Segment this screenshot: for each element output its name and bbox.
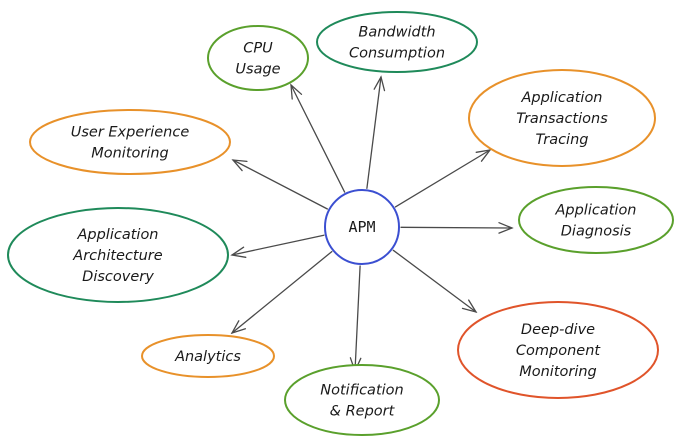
center-node-ellipse bbox=[324, 189, 400, 265]
edge-line-analytics bbox=[231, 250, 333, 334]
node-label-analytics-line-0: Analytics bbox=[174, 349, 241, 365]
edge-bandwidth-consumption bbox=[366, 75, 386, 189]
node-label-user-experience-monitoring-line-1: Monitoring bbox=[91, 146, 169, 162]
edge-application-transactions-tracing bbox=[394, 149, 492, 208]
edge-application-architecture-discovery bbox=[230, 234, 325, 258]
edge-line-cpu-usage bbox=[290, 84, 346, 193]
node-ellipse-deep-dive-component-monitoring bbox=[457, 301, 659, 399]
node-ellipse-notification-report bbox=[284, 364, 440, 436]
node-ellipse-application-architecture-discovery bbox=[7, 207, 229, 303]
node-ellipse-user-experience-monitoring bbox=[29, 109, 231, 175]
node-label-deep-dive-component-monitoring-line-0: Deep-dive bbox=[521, 322, 595, 338]
arrowhead-application-architecture-discovery bbox=[230, 246, 247, 258]
node-label-notification-report-line-1: & Report bbox=[330, 404, 396, 420]
node-analytics: Analytics bbox=[141, 334, 275, 378]
node-ellipse-application-diagnosis bbox=[518, 186, 674, 254]
node-label-application-diagnosis-line-1: Diagnosis bbox=[561, 224, 632, 240]
node-label-notification-report-line-0: Notification bbox=[320, 383, 403, 399]
arrowhead-application-diagnosis bbox=[498, 222, 514, 234]
node-label-application-architecture-discovery-line-2: Discovery bbox=[82, 269, 154, 285]
arrowhead-deep-dive-component-monitoring bbox=[461, 299, 478, 314]
edge-analytics bbox=[230, 250, 333, 335]
node-label-application-transactions-tracing-line-0: Application bbox=[520, 90, 602, 106]
edge-line-bandwidth-consumption bbox=[366, 76, 382, 189]
edge-application-diagnosis bbox=[400, 222, 514, 234]
node-label-deep-dive-component-monitoring-line-2: Monitoring bbox=[519, 364, 597, 380]
nodes-layer: CPUUsageBandwidthConsumptionApplicationT… bbox=[7, 11, 674, 436]
arrowhead-application-transactions-tracing bbox=[475, 149, 492, 162]
node-label-bandwidth-consumption-line-1: Consumption bbox=[349, 46, 445, 62]
node-notification-report: Notification & Report bbox=[284, 364, 440, 436]
edge-line-application-diagnosis bbox=[400, 226, 513, 229]
node-label-application-diagnosis-line-0: Application bbox=[554, 203, 636, 219]
node-label-user-experience-monitoring-line-0: User Experience bbox=[71, 125, 190, 141]
arrowhead-bandwidth-consumption bbox=[373, 75, 386, 92]
edge-line-deep-dive-component-monitoring bbox=[392, 249, 477, 313]
edge-line-application-architecture-discovery bbox=[231, 234, 325, 256]
node-label-cpu-usage-line-1: Usage bbox=[235, 62, 280, 78]
center-node-label: APM bbox=[348, 218, 375, 236]
node-label-application-architecture-discovery-line-0: Application bbox=[76, 227, 158, 243]
edge-line-application-transactions-tracing bbox=[394, 149, 491, 208]
node-label-deep-dive-component-monitoring-line-1: Component bbox=[516, 343, 601, 359]
node-label-application-transactions-tracing-line-1: Transactions bbox=[516, 111, 608, 127]
node-label-application-transactions-tracing-line-2: Tracing bbox=[536, 132, 589, 148]
node-ellipse-cpu-usage bbox=[207, 25, 309, 91]
node-ellipse-analytics bbox=[141, 334, 275, 378]
arrowhead-cpu-usage bbox=[290, 83, 303, 100]
node-cpu-usage: CPU Usage bbox=[207, 25, 309, 91]
arrowhead-analytics bbox=[230, 320, 247, 335]
node-label-application-architecture-discovery-line-1: Architecture bbox=[72, 248, 162, 264]
edge-cpu-usage bbox=[290, 83, 346, 193]
center-node: APM bbox=[324, 189, 400, 265]
edge-user-experience-monitoring bbox=[231, 159, 329, 210]
edge-line-notification-report bbox=[354, 265, 361, 372]
edge-line-user-experience-monitoring bbox=[232, 159, 329, 210]
node-ellipse-bandwidth-consumption bbox=[316, 11, 478, 73]
edges-layer bbox=[230, 75, 514, 373]
edge-notification-report bbox=[349, 265, 362, 373]
edge-deep-dive-component-monitoring bbox=[392, 249, 478, 314]
arrowhead-user-experience-monitoring bbox=[231, 159, 248, 172]
node-label-cpu-usage-line-0: CPU bbox=[243, 41, 273, 57]
node-ellipse-application-transactions-tracing bbox=[468, 69, 656, 167]
node-label-bandwidth-consumption-line-0: Bandwidth bbox=[358, 25, 435, 41]
